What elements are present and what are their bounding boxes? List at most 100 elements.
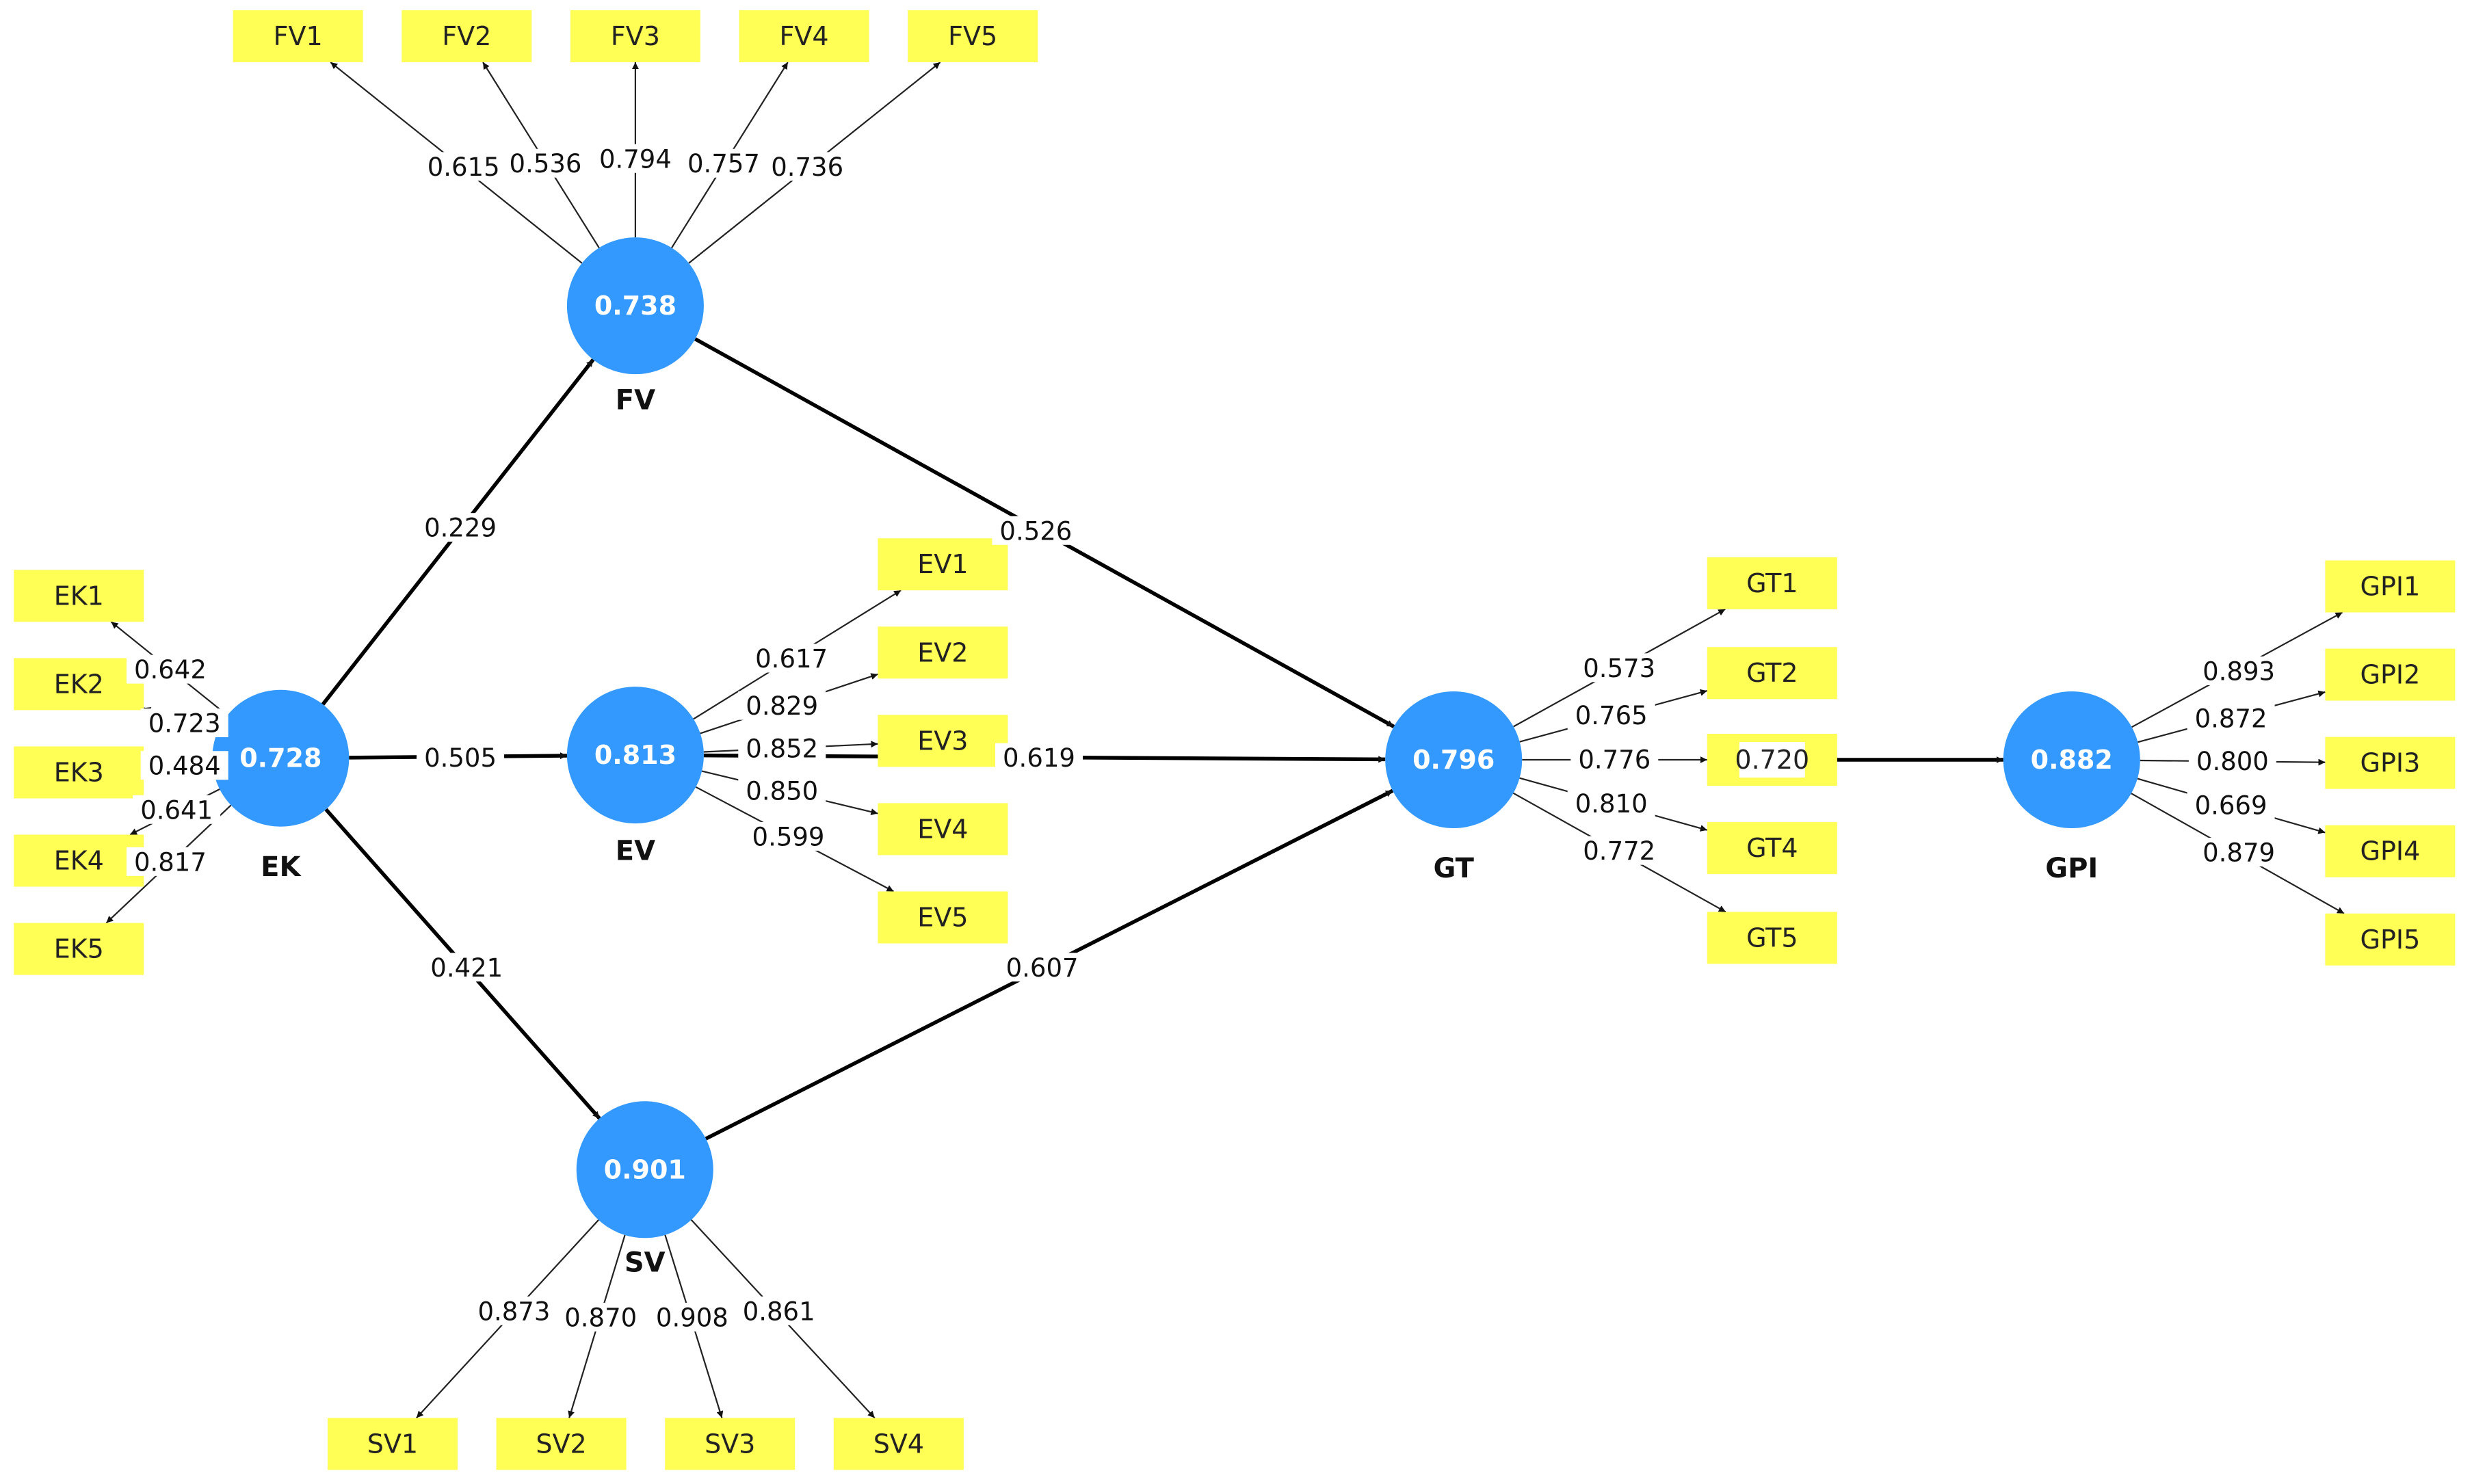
latent-label-ev: EV xyxy=(616,836,655,867)
loading-label-gt4: 0.810 xyxy=(1575,789,1648,819)
loading-label-ek1-bg xyxy=(126,654,214,684)
indicator-label-ek2: EK2 xyxy=(54,669,104,699)
loading-label-gpi1-group: 0.893 xyxy=(2195,656,2283,686)
latent-ev[interactable] xyxy=(566,687,704,824)
indicator-ev2[interactable] xyxy=(878,626,1008,679)
indicator-sv3[interactable] xyxy=(665,1418,795,1470)
path-coef-ek-fv-group: 0.229 xyxy=(417,513,505,543)
indicator-gpi3[interactable] xyxy=(2325,737,2456,789)
loading-label-fv5-group: 0.736 xyxy=(763,152,852,182)
loading-label-fv4-bg xyxy=(679,148,767,178)
indicator-fv1[interactable] xyxy=(233,10,363,63)
loading-label-gt1-bg xyxy=(1575,653,1664,683)
indicator-ev4[interactable] xyxy=(878,803,1008,856)
indicator-sv4[interactable] xyxy=(833,1418,964,1470)
indicator-ek5[interactable] xyxy=(14,923,144,975)
indicator-fv5[interactable] xyxy=(908,10,1038,63)
indicator-ev1[interactable] xyxy=(878,538,1008,591)
loading-label-gt4-group: 0.810 xyxy=(1567,789,1655,819)
latent-gpi[interactable] xyxy=(2003,691,2140,829)
indicator-ek4[interactable] xyxy=(14,834,144,887)
loading-label-gpi5-bg xyxy=(2195,838,2283,867)
loading-label-ev2: 0.829 xyxy=(746,691,818,721)
latent-gt[interactable] xyxy=(1385,691,1523,829)
loading-label-fv1: 0.615 xyxy=(428,153,500,182)
indicator-sv1[interactable] xyxy=(327,1418,458,1470)
loading-label-ev1-group: 0.617 xyxy=(748,644,836,674)
indicator-label-gpi4: GPI4 xyxy=(2361,836,2421,866)
loading-label-ev3: 0.852 xyxy=(746,734,818,763)
indicator-label-gpi3: GPI3 xyxy=(2361,748,2421,778)
latent-fv[interactable] xyxy=(566,237,704,375)
indicator-label-ev2: EV2 xyxy=(917,637,968,667)
indicator-label-ev1: EV1 xyxy=(917,549,968,579)
loading-label-fv5-bg xyxy=(763,152,852,181)
indicator-label-sv1: SV1 xyxy=(367,1429,418,1459)
indicator-label-gpi5: GPI5 xyxy=(2361,925,2421,955)
latent-value-sv: 0.901 xyxy=(604,1154,686,1184)
indicator-sv2[interactable] xyxy=(496,1418,627,1470)
loading-label-sv4: 0.861 xyxy=(743,1297,815,1326)
indicator-gt2[interactable] xyxy=(1707,647,1837,700)
loading-label-sv2-bg xyxy=(557,1302,645,1331)
indicator-ev5[interactable] xyxy=(878,891,1008,944)
indicator-ek2[interactable] xyxy=(14,658,144,711)
indicator-label-gt2: GT2 xyxy=(1746,658,1798,688)
indicator-gt1[interactable] xyxy=(1707,557,1837,609)
loading-label-fv4: 0.757 xyxy=(687,149,760,178)
loading-label-ek1-group: 0.642 xyxy=(126,654,214,685)
indicator-gpi1[interactable] xyxy=(2325,560,2456,613)
path-coef-ek-ev-group: 0.505 xyxy=(417,743,505,773)
loading-label-gpi1: 0.893 xyxy=(2203,657,2275,686)
indicator-label-gt4: GT4 xyxy=(1746,833,1798,863)
indicator-gt4[interactable] xyxy=(1707,822,1837,875)
indicator-label-fv3: FV3 xyxy=(611,21,660,51)
loading-label-ev5: 0.599 xyxy=(752,822,825,851)
indicator-ev3[interactable] xyxy=(878,715,1008,767)
loading-label-gpi2-bg xyxy=(2187,704,2275,733)
indicator-fv3[interactable] xyxy=(570,10,700,63)
loading-label-gt3-bg xyxy=(1570,745,1659,774)
indicator-gpi4[interactable] xyxy=(2325,825,2456,877)
indicator-ek3[interactable] xyxy=(14,746,144,799)
indicator-label-gt3: 0.720 xyxy=(1735,745,1809,775)
loading-label-gt3: 0.776 xyxy=(1578,745,1651,775)
path-coef-ev-gt-group: 0.619 xyxy=(995,743,1083,773)
loading-label-ek2: 0.723 xyxy=(148,708,221,738)
indicator-label-sv3: SV3 xyxy=(705,1429,755,1459)
loading-label-ev4: 0.850 xyxy=(746,777,818,806)
loading-label-sv2: 0.870 xyxy=(564,1303,637,1332)
loading-label-sv1-group: 0.873 xyxy=(470,1296,558,1326)
loading-label-sv3: 0.908 xyxy=(656,1303,728,1332)
indicator-label-fv1: FV1 xyxy=(274,21,323,51)
loading-label-gt2-group: 0.765 xyxy=(1567,700,1655,730)
loading-label-ev2-group: 0.829 xyxy=(738,691,826,721)
indicator-gpi5[interactable] xyxy=(2325,913,2456,966)
loading-label-ev4-bg xyxy=(738,776,826,806)
indicator-gt5[interactable] xyxy=(1707,912,1837,964)
indicator-label-ek3: EK3 xyxy=(54,757,104,787)
loading-label-ek3-group: 0.484 xyxy=(140,751,228,781)
indicator-label-gpi2: GPI2 xyxy=(2361,660,2421,690)
path-coef-ev-gt: 0.619 xyxy=(1003,743,1075,773)
loading-label-gt3-group: 0.776 xyxy=(1570,745,1659,775)
indicator-fv4[interactable] xyxy=(739,10,869,63)
indicator-ek1[interactable] xyxy=(14,570,144,622)
loading-label-gt5-group: 0.772 xyxy=(1575,836,1664,866)
latent-ek[interactable] xyxy=(212,689,350,827)
indicator-label-gt1: GT1 xyxy=(1746,568,1798,598)
indicator-fv2[interactable] xyxy=(402,10,532,63)
path-coef-ek-sv: 0.421 xyxy=(430,953,503,983)
latent-value-ek: 0.728 xyxy=(239,743,321,773)
loading-label-sv4-bg xyxy=(735,1296,823,1325)
loading-label-ek4-bg xyxy=(133,795,221,824)
latent-value-gpi: 0.882 xyxy=(2031,745,2113,775)
loading-label-gpi3: 0.800 xyxy=(2196,747,2269,776)
loading-label-gt5-bg xyxy=(1575,836,1664,865)
loading-label-ev4-group: 0.850 xyxy=(738,776,826,806)
latent-sv[interactable] xyxy=(576,1101,713,1238)
latent-value-ev: 0.813 xyxy=(594,740,676,770)
loading-label-ev1: 0.617 xyxy=(755,644,828,674)
indicator-gpi2[interactable] xyxy=(2325,648,2456,701)
loading-label-gpi2-group: 0.872 xyxy=(2187,704,2275,734)
